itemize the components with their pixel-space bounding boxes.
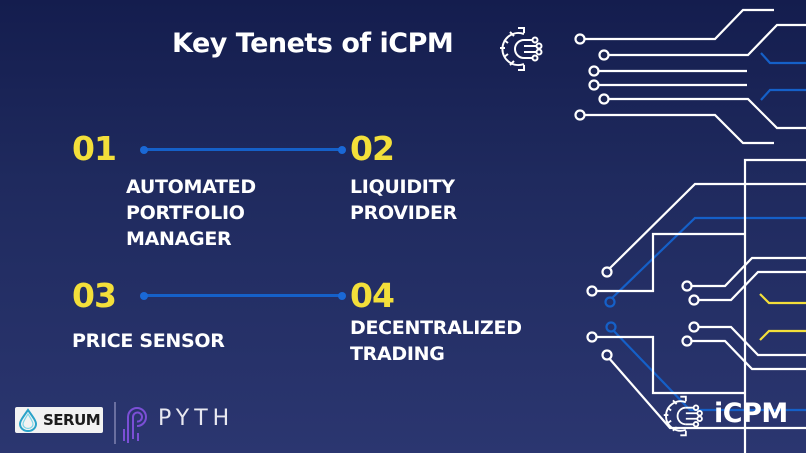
gear-circuit-icon bbox=[500, 27, 543, 71]
pyth-p-icon bbox=[123, 407, 147, 443]
tenet-label-01: AUTOMATED PORTFOLIO MANAGER bbox=[126, 176, 256, 250]
tenet-label-03: PRICE SENSOR bbox=[72, 330, 225, 352]
gear-circuit-icon-footer bbox=[663, 395, 703, 437]
tenet-label-04: DECENTRALIZED TRADING bbox=[350, 317, 522, 365]
tenet-number-04: 04 bbox=[350, 276, 395, 315]
tenet-number-01: 01 bbox=[72, 129, 117, 168]
tenet-number-02: 02 bbox=[350, 129, 395, 168]
brand-logo-text: iCPM bbox=[714, 398, 788, 429]
tenet-label-02: LIQUIDITY PROVIDER bbox=[350, 176, 457, 224]
water-drop-icon bbox=[18, 408, 38, 432]
tenet-connector-3-4 bbox=[140, 291, 346, 300]
tenet-connector-1-2 bbox=[140, 145, 346, 154]
serum-logo: SERUM bbox=[15, 407, 103, 433]
partner-divider bbox=[114, 402, 116, 444]
page-title: Key Tenets of iCPM bbox=[172, 28, 454, 59]
tenet-number-03: 03 bbox=[72, 276, 117, 315]
pyth-logo-text: PYTH bbox=[158, 406, 235, 431]
